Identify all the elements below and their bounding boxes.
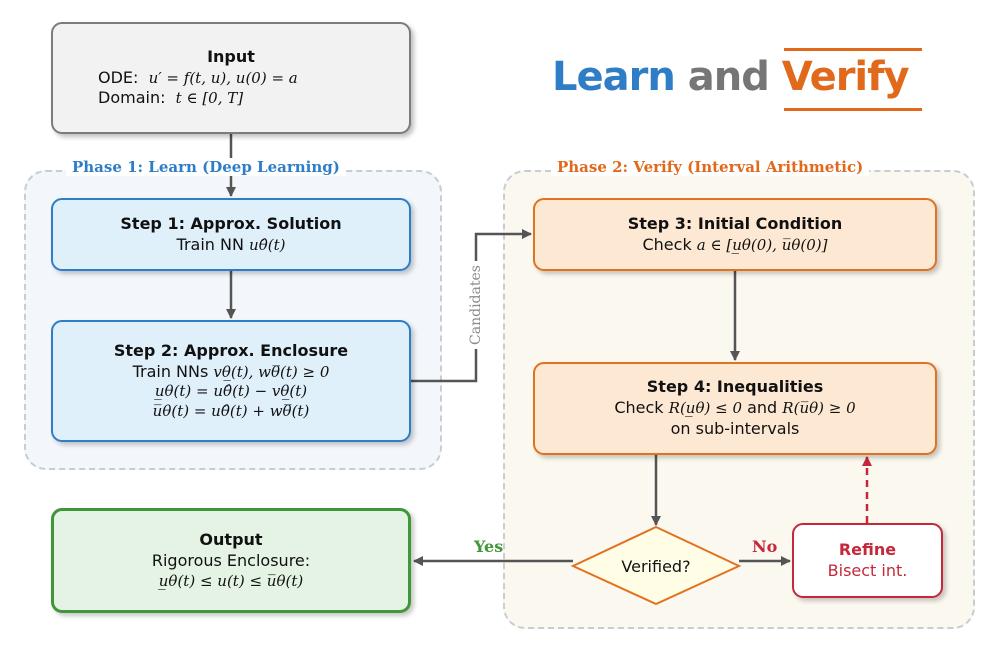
input-box: Input ODE: u′ = f(t, u), u(0) = a Domain… <box>51 22 411 134</box>
decision-label: Verified? <box>621 556 691 576</box>
step4-box: Step 4: Inequalities Check R(u̲θ) ≤ 0 an… <box>533 362 937 455</box>
domain-math: t ∈ [0, T] <box>175 89 244 108</box>
step3-box: Step 3: Initial Condition Check a ∈ [u̲θ… <box>533 198 937 271</box>
step1-text-line: Train NN uθ̂(t) <box>177 235 286 256</box>
no-edge-label: No <box>752 537 778 556</box>
step1-text: Train NN <box>176 234 244 254</box>
step4-line1: Check R(u̲θ) ≤ 0 and R(u̅θ) ≥ 0 <box>614 398 855 419</box>
phase1-title: Phase 1: Learn (Deep Learning) <box>66 158 346 176</box>
title-and: and <box>687 54 770 100</box>
step4-check-text: Check <box>614 398 664 418</box>
step1-title: Step 1: Approx. Solution <box>120 213 342 233</box>
step4-and-text: and <box>747 398 778 418</box>
input-domain-line: Domain: t ∈ [0, T] <box>53 88 243 109</box>
output-box: Output Rigorous Enclosure: u̲θ(t) ≤ u(t)… <box>51 508 411 613</box>
step4-title: Step 4: Inequalities <box>646 377 824 397</box>
input-title: Input <box>207 46 255 66</box>
output-title: Output <box>199 529 263 549</box>
step4-upper-ineq: R(u̅θ) ≥ 0 <box>782 399 856 418</box>
step2-box: Step 2: Approx. Enclosure Train NNs vθ̲(… <box>51 320 411 442</box>
yes-edge-label: Yes <box>474 537 504 556</box>
refine-text: Bisect int. <box>827 560 908 580</box>
title-verify: Verify <box>781 54 910 100</box>
step3-text: Check <box>642 234 692 254</box>
step4-sub-text: on sub-intervals <box>670 418 800 438</box>
decision-diamond <box>570 525 742 606</box>
learn-and-verify-title: Learn and Verify <box>552 48 922 114</box>
ode-label: ODE: <box>98 67 139 87</box>
refine-title: Refine <box>838 539 897 559</box>
step3-line: Check a ∈ [u̲θ(0), u̅θ(0)] <box>642 235 827 256</box>
step2-line1-text: Train NNs <box>132 361 209 381</box>
step3-math: a ∈ [u̲θ(0), u̅θ(0)] <box>696 235 828 254</box>
step2-line1-math: vθ̲(t), wθ̅(t) ≥ 0 <box>213 362 330 381</box>
candidates-edge-label: Candidates <box>462 250 490 360</box>
verify-underline-bottom <box>784 108 922 111</box>
ode-equation: u′ = f(t, u), u(0) = a <box>148 68 298 87</box>
phase2-title: Phase 2: Verify (Interval Arithmetic) <box>551 158 870 176</box>
output-math: u̲θ(t) ≤ u(t) ≤ u̅θ(t) <box>158 571 304 590</box>
verify-underline-top <box>784 48 922 51</box>
domain-label: Domain: <box>98 88 166 108</box>
step3-title: Step 3: Initial Condition <box>627 213 843 233</box>
step2-lower-bound-eq: u̲θ(t) = uθ̂(t) − vθ̲(t) <box>154 382 308 401</box>
step2-upper-bound-eq: u̅θ(t) = uθ̂(t) + wθ̅(t) <box>152 401 310 420</box>
step2-line1: Train NNs vθ̲(t), wθ̅(t) ≥ 0 <box>133 362 330 383</box>
output-text: Rigorous Enclosure: <box>151 550 311 570</box>
step1-box: Step 1: Approx. Solution Train NN uθ̂(t) <box>51 198 411 271</box>
step4-lower-ineq: R(u̲θ) ≤ 0 <box>668 399 742 418</box>
input-ode-line: ODE: u′ = f(t, u), u(0) = a <box>53 68 298 89</box>
refine-box: Refine Bisect int. <box>792 523 943 598</box>
title-learn: Learn <box>552 54 676 100</box>
step1-math: uθ̂(t) <box>249 235 286 254</box>
step2-title: Step 2: Approx. Enclosure <box>113 340 349 360</box>
candidates-text: Candidates <box>468 261 485 349</box>
